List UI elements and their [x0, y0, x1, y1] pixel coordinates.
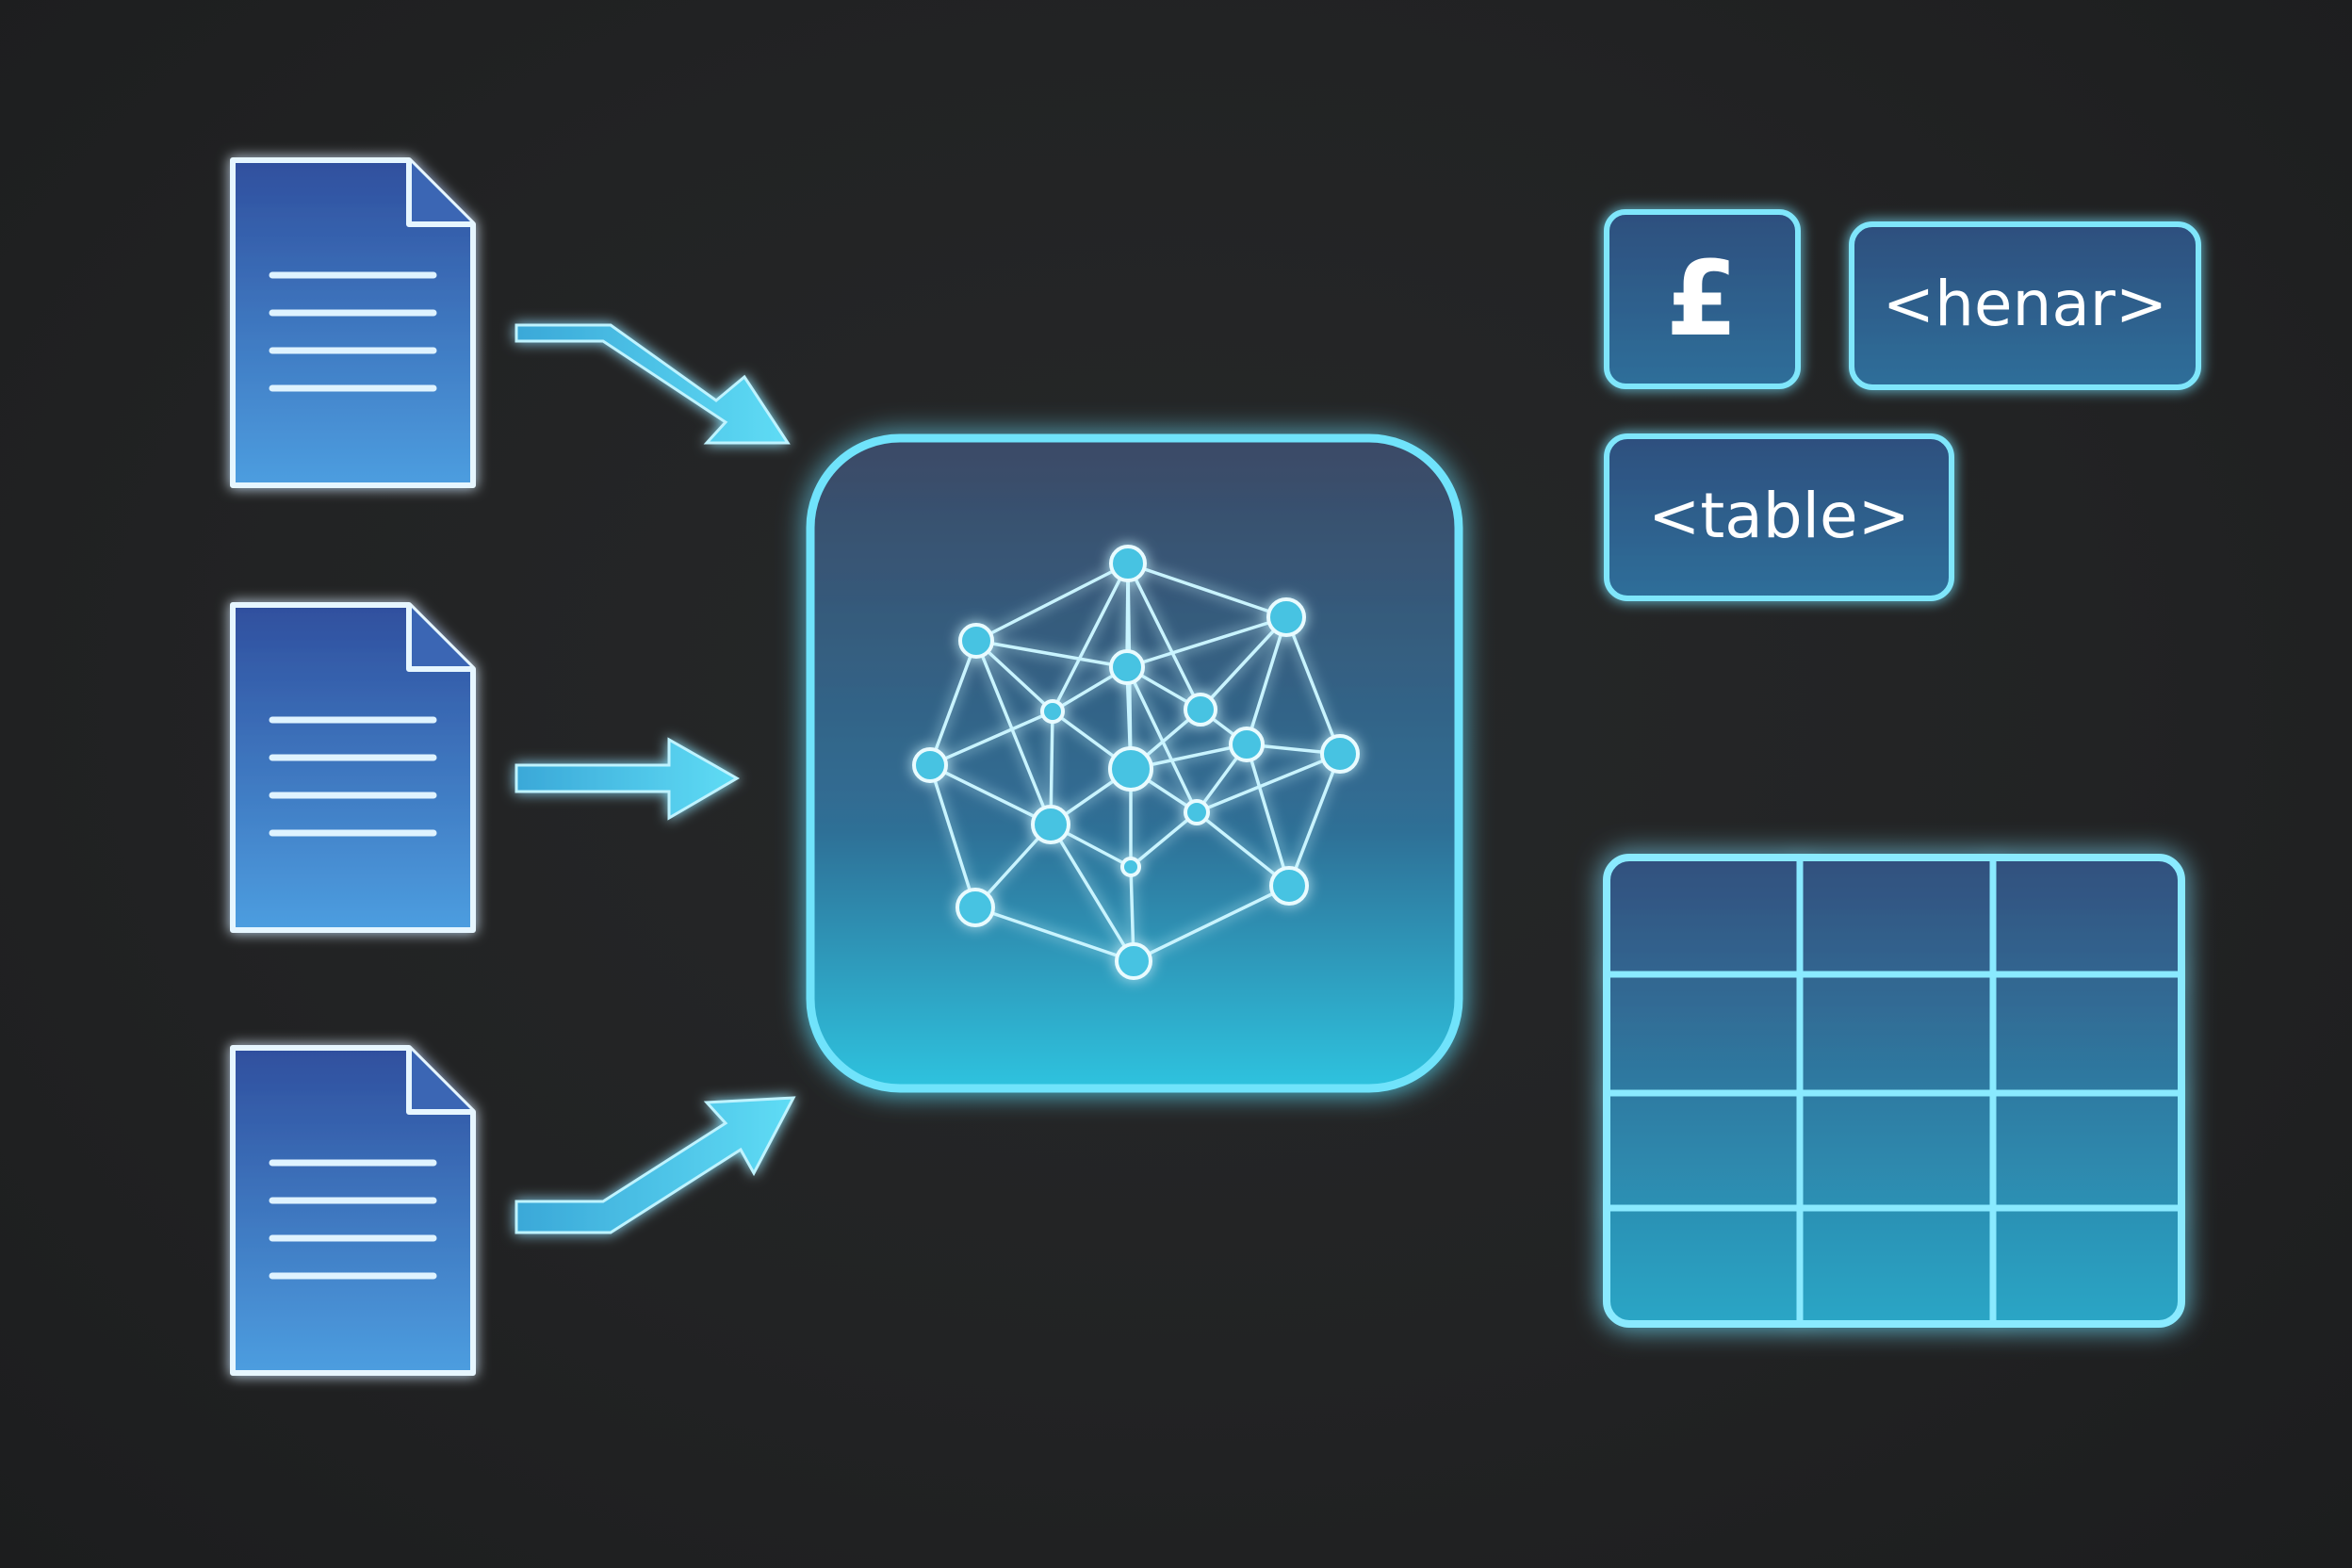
network-node — [1031, 805, 1070, 844]
table-grid-icon — [1603, 854, 2185, 1328]
network-edge — [1199, 615, 1288, 711]
network-node — [1109, 545, 1147, 582]
pound-symbol: £ — [1666, 238, 1739, 359]
network-node — [956, 888, 995, 927]
network-edge — [975, 639, 1128, 669]
network-node — [1184, 799, 1210, 825]
network-edge — [1126, 563, 1202, 710]
network-edge — [929, 710, 1054, 767]
network-node — [1120, 857, 1141, 877]
network-node — [1184, 693, 1217, 727]
table-tag: <table> — [1604, 433, 1954, 601]
network-edge — [975, 562, 1129, 643]
pound-tag: £ — [1604, 209, 1801, 389]
neural-network-icon — [912, 545, 1360, 980]
document-icon — [230, 1045, 476, 1376]
arrow-top — [514, 323, 791, 445]
network-edge — [1127, 562, 1287, 619]
network-edge — [974, 906, 1135, 963]
network-edge — [1129, 810, 1199, 869]
network-edge — [1245, 743, 1291, 887]
document-icon — [230, 157, 476, 488]
network-edge — [1125, 666, 1199, 813]
arrow-middle — [514, 737, 741, 821]
network-edge — [1284, 616, 1342, 755]
network-edge — [1245, 616, 1288, 745]
network-node — [1108, 746, 1153, 792]
network-node — [1229, 727, 1265, 762]
network-node — [958, 623, 994, 659]
network-edge — [974, 640, 1053, 825]
table-tag-label: <table> — [1648, 480, 1910, 552]
arrow-bottom — [514, 1096, 796, 1234]
network-node — [1320, 734, 1360, 774]
network-edge — [1196, 752, 1341, 814]
network-edge — [1049, 824, 1135, 962]
network-edge — [1133, 884, 1290, 963]
network-edge — [1126, 615, 1287, 669]
henar-tag: <henar> — [1849, 221, 2201, 390]
network-node — [912, 747, 948, 783]
network-edge — [1051, 563, 1130, 712]
network-node — [1109, 649, 1145, 685]
network-node — [1269, 866, 1309, 906]
document-icon — [230, 602, 476, 933]
network-node — [1040, 699, 1065, 724]
network-node — [1266, 597, 1306, 637]
network-edge — [929, 763, 1052, 826]
henar-tag-label: <henar> — [1883, 268, 2167, 340]
network-node — [1115, 942, 1152, 980]
network-edge — [928, 640, 978, 766]
network-edge — [928, 764, 977, 908]
network-edge — [1287, 753, 1342, 887]
